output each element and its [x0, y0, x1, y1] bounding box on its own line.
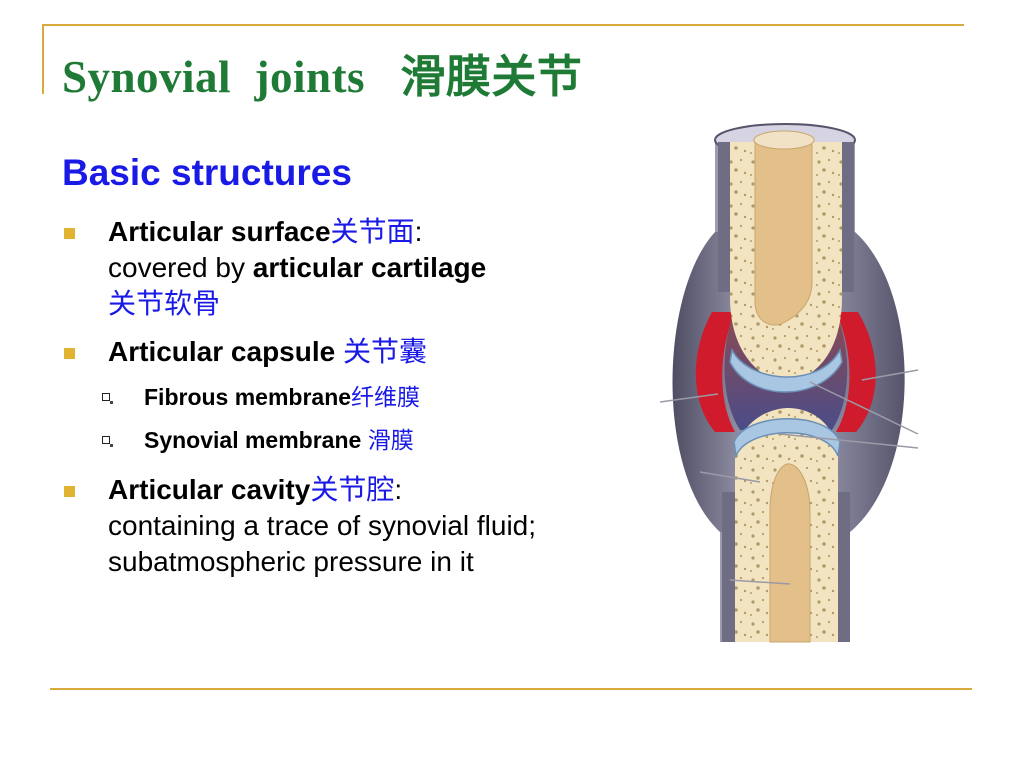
lower-compact-wall-left [722, 492, 735, 642]
detail-zh: 关节软骨 [108, 287, 221, 320]
lower-medullary-cavity [769, 463, 811, 643]
square-bullet-icon [64, 228, 75, 239]
subheading: Basic structures [62, 152, 352, 193]
joint-illustration [659, 112, 920, 662]
bullet-articular-capsule: Articular capsule 关节囊 [62, 334, 662, 370]
slide-title: Synovial joints 滑膜关节 [62, 52, 583, 102]
lower-articular-cartilage [733, 418, 841, 459]
term: Synovial membrane [144, 427, 368, 453]
pointer-line [659, 393, 719, 403]
upper-compact-wall-left [718, 142, 730, 292]
sub-bullet-fibrous-membrane: Fibrous membrane纤维膜 [62, 382, 662, 413]
description: containing a trace of synovial fluid; su… [108, 510, 537, 577]
term-zh: 纤维膜 [351, 385, 421, 411]
pointer-line [729, 579, 791, 585]
lower-compact-wall-right [838, 492, 850, 642]
pointer-line [809, 381, 919, 435]
square-bullet-icon [64, 486, 75, 497]
bullet-articular-surface: Articular surface关节面: covered by articul… [62, 214, 662, 322]
upper-articular-cartilage [729, 347, 843, 393]
sub-bullet-synovial-membrane: Synovial membrane 滑膜 [62, 425, 662, 456]
term-zh: 关节面 [330, 215, 415, 248]
text-prefix: covered by [108, 252, 253, 283]
term: Articular cavity [108, 474, 311, 505]
term-zh: 关节囊 [342, 335, 427, 368]
synovial-membrane-left [695, 312, 735, 432]
term: Articular capsule [108, 336, 343, 367]
colon: : [394, 474, 403, 505]
upper-medullary-cavity [754, 137, 813, 326]
detail: articular cartilage [252, 252, 487, 283]
hollow-square-bullet-icon [102, 436, 113, 447]
bullet-list: Articular surface关节面: covered by articul… [62, 214, 662, 580]
synovial-membrane-right [836, 312, 876, 432]
top-rule [42, 24, 964, 26]
term-zh: 关节腔 [310, 473, 395, 506]
bullet-articular-cavity: Articular cavity关节腔: containing a trace … [62, 472, 662, 580]
pointer-line [699, 471, 761, 483]
colon: : [414, 216, 423, 247]
square-bullet-icon [64, 348, 75, 359]
pointer-line [861, 369, 919, 381]
upper-compact-wall-right [842, 142, 854, 292]
term: Articular surface [108, 216, 331, 247]
bottom-rule [50, 688, 972, 690]
term-zh: 滑膜 [367, 428, 414, 454]
pointer-line [779, 433, 919, 449]
upper-medullary-opening [753, 130, 815, 150]
hollow-square-bullet-icon [102, 393, 113, 404]
left-rule [42, 24, 44, 94]
knee-joint-diagram [659, 123, 919, 643]
term: Fibrous membrane [144, 384, 352, 410]
